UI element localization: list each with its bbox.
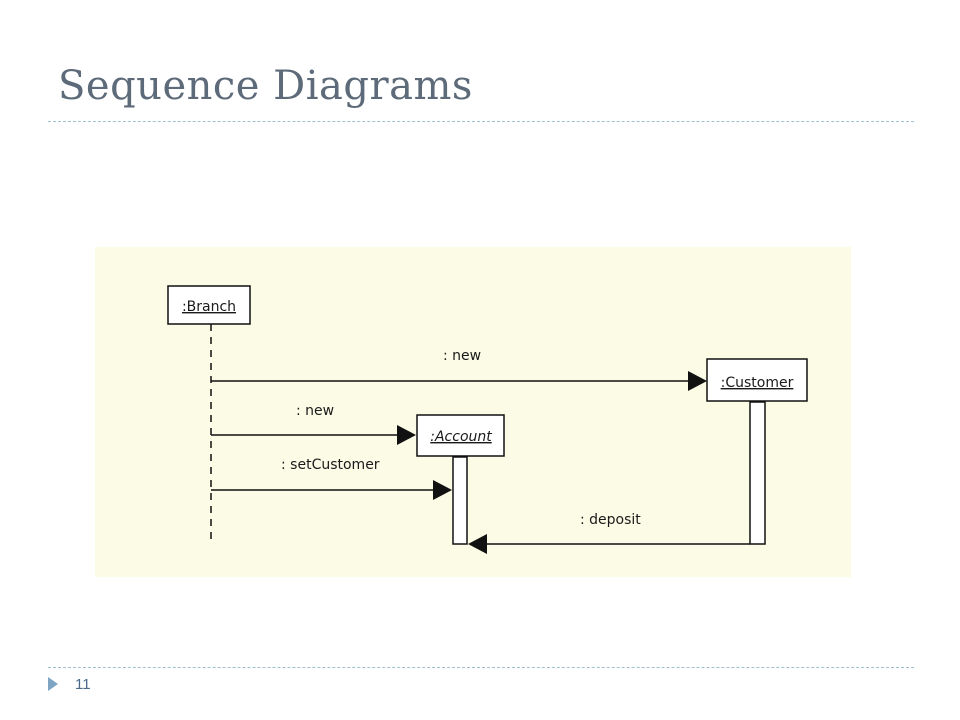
- message-label-new-account: : new: [296, 403, 334, 419]
- object-account-box: [416, 414, 505, 457]
- filled-arrowhead-icon: [433, 480, 452, 500]
- filled-arrowhead-icon: [397, 425, 416, 445]
- object-branch-label: :Branch: [182, 299, 236, 315]
- message-label-new-customer: : new: [443, 348, 481, 364]
- message-label-setcustomer: : setCustomer: [281, 457, 380, 473]
- object-customer-label: :Customer: [721, 375, 794, 391]
- account-activation-bar: [452, 456, 468, 545]
- message-customer-to-account-deposit: : deposit: [468, 512, 750, 554]
- page-number: 11: [75, 676, 91, 693]
- object-branch-box: [167, 285, 251, 325]
- sequence-diagram: :Branch :Customer :Account : new : new: [95, 247, 851, 577]
- object-account-label: :Account: [430, 429, 492, 445]
- customer-activation-bar: [749, 401, 766, 545]
- message-label-deposit: : deposit: [580, 512, 641, 528]
- message-branch-to-account-new: : new: [211, 403, 416, 445]
- title-divider: [48, 121, 914, 122]
- triangle-right-icon: [48, 677, 58, 691]
- message-branch-to-account-setcustomer: : setCustomer: [211, 457, 452, 500]
- footer-divider: [48, 667, 914, 668]
- filled-arrowhead-icon: [688, 371, 707, 391]
- object-customer: :Customer: [706, 358, 808, 545]
- slide-title: Sequence Diagrams: [58, 63, 473, 109]
- object-branch: :Branch: [167, 285, 251, 544]
- object-customer-box: [706, 358, 808, 402]
- object-account: :Account: [416, 414, 505, 545]
- filled-arrowhead-icon: [468, 534, 487, 554]
- message-branch-to-customer-new: : new: [211, 348, 707, 391]
